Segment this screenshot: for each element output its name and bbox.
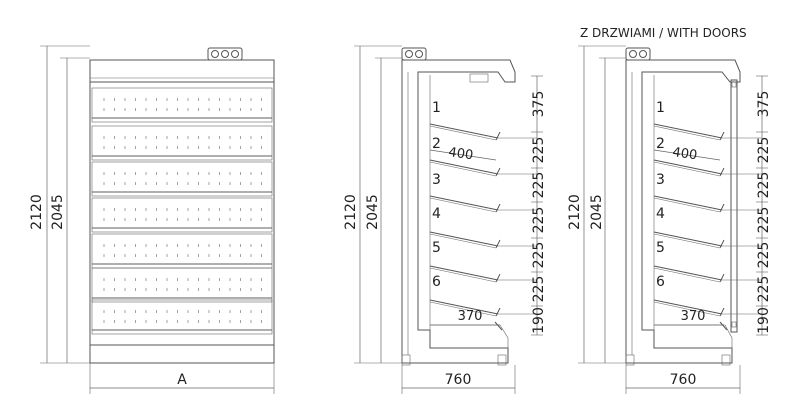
side-doors-total-depth: 760 bbox=[670, 372, 697, 388]
front-shelf bbox=[91, 161, 273, 197]
front-shelf bbox=[91, 267, 273, 303]
side-view-doors: 1 2 3 4 5 6 400 2120 2045 375 225 225 225 225 225 19… bbox=[567, 45, 772, 394]
shelf: 5 bbox=[653, 240, 762, 283]
side-open-height-inner: 2045 bbox=[365, 194, 381, 230]
shelf-number: 5 bbox=[656, 240, 665, 256]
shelf: 1 bbox=[653, 100, 762, 141]
front-shelves bbox=[91, 87, 273, 335]
shelf-number: 1 bbox=[656, 100, 665, 116]
side-open-spacing-dimensions: 375 225 225 225 225 225 190 bbox=[531, 75, 547, 336]
side-view-open: 1 2 3 4 5 6 400 2120 2045 375 225 225 225 225 225 19… bbox=[343, 45, 547, 394]
side-open-total-depth-dimension bbox=[401, 365, 516, 394]
shelf: 6 bbox=[653, 274, 762, 317]
side-open-base-depth: 370 bbox=[458, 309, 483, 324]
front-shelf bbox=[91, 125, 273, 161]
side-open-height-outer: 2120 bbox=[343, 194, 359, 230]
shelf-depth: 400 bbox=[447, 145, 474, 163]
shelf-number: 4 bbox=[432, 206, 441, 222]
spacing-label: 225 bbox=[531, 207, 547, 234]
shelf-depth-dimension: 400 bbox=[653, 145, 721, 163]
side-doors-total-depth-dimension bbox=[625, 365, 741, 394]
side-doors-height-dimensions bbox=[578, 45, 626, 364]
front-shelf bbox=[91, 197, 273, 233]
side-doors-body bbox=[625, 59, 741, 364]
front-width-label: A bbox=[177, 372, 187, 388]
spacing-label: 190 bbox=[756, 307, 772, 334]
shelf-depth: 400 bbox=[671, 145, 698, 163]
shelf: 2 bbox=[429, 136, 537, 177]
spacing-label: 225 bbox=[531, 172, 547, 199]
front-shelf bbox=[91, 299, 273, 335]
spacing-label: 225 bbox=[531, 276, 547, 303]
front-compressor-unit bbox=[207, 47, 243, 61]
shelf-number: 1 bbox=[432, 100, 441, 116]
side-open-height-dimensions bbox=[354, 45, 402, 364]
spacing-label: 375 bbox=[756, 91, 772, 118]
front-height-inner: 2045 bbox=[50, 194, 66, 230]
shelf-number: 2 bbox=[656, 136, 665, 152]
front-canopy bbox=[89, 59, 275, 83]
spacing-label: 225 bbox=[756, 242, 772, 269]
shelf: 6 bbox=[429, 274, 537, 317]
side-open-total-depth: 760 bbox=[445, 372, 472, 388]
shelf-number: 3 bbox=[432, 172, 441, 188]
front-cabinet-body bbox=[89, 59, 275, 364]
side-doors-height-outer: 2120 bbox=[567, 194, 583, 230]
spacing-label: 225 bbox=[531, 137, 547, 164]
side-doors-compressor-unit bbox=[625, 47, 651, 61]
front-view: 2120 2045 A bbox=[29, 45, 275, 394]
spacing-label: 375 bbox=[531, 91, 547, 118]
front-width-dimension bbox=[89, 363, 275, 394]
shelf-depth-dimension: 400 bbox=[429, 145, 497, 163]
shelf: 3 bbox=[653, 172, 762, 213]
side-doors-height-inner: 2045 bbox=[589, 194, 605, 230]
side-doors-shelves: 1 2 3 4 5 6 400 bbox=[653, 100, 762, 317]
shelf-number: 3 bbox=[656, 172, 665, 188]
spacing-label: 225 bbox=[531, 242, 547, 269]
shelf: 3 bbox=[429, 172, 537, 213]
spacing-label: 225 bbox=[756, 137, 772, 164]
shelf-number: 2 bbox=[432, 136, 441, 152]
shelf-number: 4 bbox=[656, 206, 665, 222]
front-shelf bbox=[91, 233, 273, 269]
shelf-number: 6 bbox=[656, 274, 665, 290]
spacing-label: 225 bbox=[756, 172, 772, 199]
front-height-outer: 2120 bbox=[29, 194, 45, 230]
front-base bbox=[89, 344, 275, 364]
side-doors-glass-door bbox=[730, 79, 738, 333]
side-open-compressor-unit bbox=[401, 47, 427, 61]
spacing-label: 190 bbox=[531, 307, 547, 334]
shelf: 4 bbox=[653, 206, 762, 249]
side-open-body bbox=[401, 59, 516, 364]
front-height-dimensions bbox=[40, 45, 90, 364]
side-doors-spacing-dimensions: 375 225 225 225 225 225 190 bbox=[756, 75, 772, 336]
side-doors-base-depth: 370 bbox=[681, 309, 706, 324]
shelf: 1 bbox=[429, 100, 537, 141]
shelf-number: 6 bbox=[432, 274, 441, 290]
shelf: 2 bbox=[653, 136, 762, 177]
spacing-label: 225 bbox=[756, 276, 772, 303]
page-title: Z DRZWIAMI / WITH DOORS bbox=[580, 26, 747, 40]
side-open-shelves: 1 2 3 4 5 6 400 bbox=[429, 100, 537, 317]
front-shelf bbox=[91, 87, 273, 123]
shelf: 5 bbox=[429, 240, 537, 283]
shelf-number: 5 bbox=[432, 240, 441, 256]
shelf: 4 bbox=[429, 206, 537, 249]
spacing-label: 225 bbox=[756, 207, 772, 234]
